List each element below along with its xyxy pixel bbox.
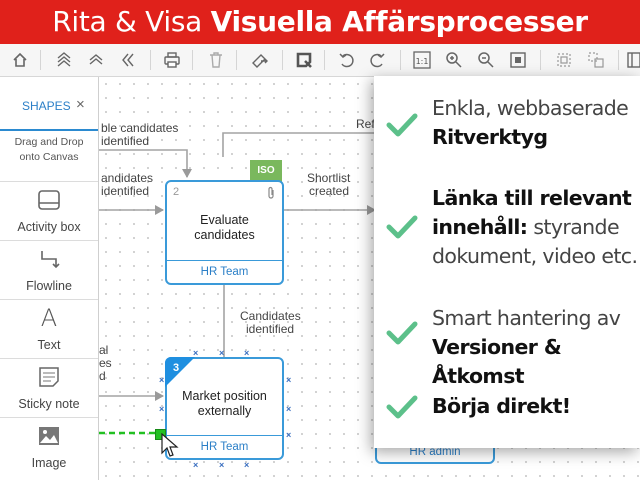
tab-shapes-label: SHAPES — [22, 99, 71, 113]
selected-corner-icon — [165, 357, 195, 387]
close-icon[interactable]: × — [76, 96, 85, 113]
box-owner: HR Team — [167, 260, 282, 283]
feature-line-bold: Länka till relevant — [432, 186, 632, 210]
feature-line-bold: innehåll: — [432, 215, 528, 239]
flowlines — [99, 132, 376, 435]
shape-text[interactable]: A Text — [0, 299, 98, 359]
connection-handle[interactable]: × — [219, 460, 225, 470]
ungroup-icon[interactable] — [584, 48, 608, 72]
checkmark-icon — [386, 113, 418, 137]
send-backward-icon[interactable] — [116, 48, 140, 72]
format-painter-icon[interactable] — [248, 48, 272, 72]
canvas-text: ble candidates — [101, 121, 179, 135]
feature-line-bold: Börja direkt! — [432, 394, 571, 418]
shape-label: Activity box — [17, 220, 81, 234]
connection-handle[interactable]: × — [159, 375, 165, 385]
shape-flowline[interactable]: Flowline — [0, 240, 98, 300]
banner-title-regular: Rita & Visa — [52, 5, 211, 38]
actual-size-icon[interactable]: 1:1 — [410, 48, 434, 72]
print-icon[interactable] — [160, 48, 184, 72]
candidates-label-line2: identified — [246, 322, 295, 336]
shape-activity-box[interactable]: Activity box — [0, 181, 98, 241]
group-icon[interactable] — [552, 48, 576, 72]
box-owner: HR Team — [167, 435, 282, 458]
connection-handle[interactable]: × — [219, 348, 225, 358]
connection-handle[interactable]: × — [286, 375, 292, 385]
shape-image[interactable]: Image — [0, 417, 98, 477]
activity-box-icon — [0, 187, 98, 213]
shape-label: Sticky note — [18, 397, 80, 411]
checkmark-icon — [386, 395, 418, 419]
feature-line-bold: Ritverktyg — [432, 125, 548, 149]
box-number: 3 — [173, 362, 180, 374]
home-icon[interactable] — [8, 48, 32, 72]
sticky-note-icon — [0, 364, 98, 390]
feature-line: dokument, video etc. — [432, 244, 638, 268]
shortlist-label-line1: Shortlist — [307, 171, 351, 185]
actual-size-label: 1:1 — [416, 57, 429, 66]
feature-line: Smart hantering av — [432, 306, 621, 330]
text-icon-glyph: A — [40, 304, 58, 332]
box-title-line2: externally — [197, 404, 252, 418]
hint-line-1: Drag and Drop — [14, 136, 84, 148]
tab-shapes[interactable]: SHAPES × — [0, 95, 98, 119]
fit-page-icon[interactable] — [506, 48, 530, 72]
hint-line-2: onto Canvas — [19, 151, 79, 163]
connection-handle[interactable]: × — [193, 348, 199, 358]
text-icon: A — [0, 304, 98, 332]
attachment-icon[interactable] — [266, 186, 276, 205]
canvas-text: identified — [101, 184, 150, 198]
canvas-text: identified — [101, 134, 150, 148]
activity-box-market-position[interactable]: 3 Market position externally HR Team — [165, 357, 284, 460]
connection-handle[interactable]: × — [244, 348, 250, 358]
toolbar: 1:1 — [0, 44, 640, 77]
select-tool-icon[interactable] — [292, 48, 316, 72]
zoom-out-icon[interactable] — [474, 48, 498, 72]
canvas-text: andidates — [101, 171, 154, 185]
box-number: 2 — [173, 186, 180, 198]
shortlist-label-line2: created — [309, 184, 350, 198]
canvas-text-ref: Ref — [356, 117, 375, 131]
undo-icon[interactable] — [334, 48, 358, 72]
iso-badge[interactable]: ISO — [250, 160, 282, 182]
redo-icon[interactable] — [366, 48, 390, 72]
connection-handle[interactable]: × — [193, 460, 199, 470]
feature-line: styrande — [527, 215, 619, 239]
image-icon — [0, 423, 98, 449]
canvas-text: d — [99, 369, 106, 383]
box-title-line1: Evaluate — [200, 213, 249, 227]
shape-sticky-note[interactable]: Sticky note — [0, 358, 98, 418]
mouse-cursor-icon — [161, 433, 179, 457]
activity-box-evaluate[interactable]: 2 Evaluate candidates HR Team — [165, 180, 284, 285]
checkmark-icon — [386, 215, 418, 239]
feature-line-bold: Versioner & Åtkomst — [432, 335, 562, 388]
zoom-in-icon[interactable] — [442, 48, 466, 72]
canvas-text: es — [99, 356, 112, 370]
box-title-line2: candidates — [194, 228, 255, 242]
drag-endpoint-handle[interactable] — [155, 429, 166, 440]
shape-label: Image — [31, 456, 67, 470]
shape-label: Flowline — [26, 279, 72, 293]
connection-handle[interactable]: × — [286, 404, 292, 414]
candidates-label-line1: Candidates — [240, 309, 301, 323]
shape-label: Text — [37, 338, 61, 352]
connection-handle[interactable]: × — [159, 404, 165, 414]
connection-handle[interactable]: × — [286, 430, 292, 440]
panel-toggle-icon[interactable] — [622, 48, 640, 72]
banner-title-bold: Visuella Affärsprocesser — [210, 5, 589, 38]
tab-underline — [0, 129, 98, 131]
connection-handle[interactable]: × — [244, 460, 250, 470]
drag-drop-hint: Drag and Drop onto Canvas — [0, 135, 98, 165]
flowline-icon — [0, 246, 98, 272]
checkmark-icon — [386, 321, 418, 345]
delete-icon[interactable] — [204, 48, 228, 72]
box-title-line1: Market position — [182, 389, 267, 403]
feature-panel: Enkla, webbaserade Ritverktyg Länka till… — [374, 76, 640, 448]
shapes-sidebar: SHAPES × Drag and Drop onto Canvas Activ… — [0, 77, 99, 480]
banner: Rita & Visa Visuella Affärsprocesser — [0, 0, 640, 44]
feature-line: Enkla, webbaserade — [432, 96, 629, 120]
bring-to-front-icon[interactable] — [52, 48, 76, 72]
canvas-text: al — [99, 343, 109, 357]
bring-forward-icon[interactable] — [84, 48, 108, 72]
